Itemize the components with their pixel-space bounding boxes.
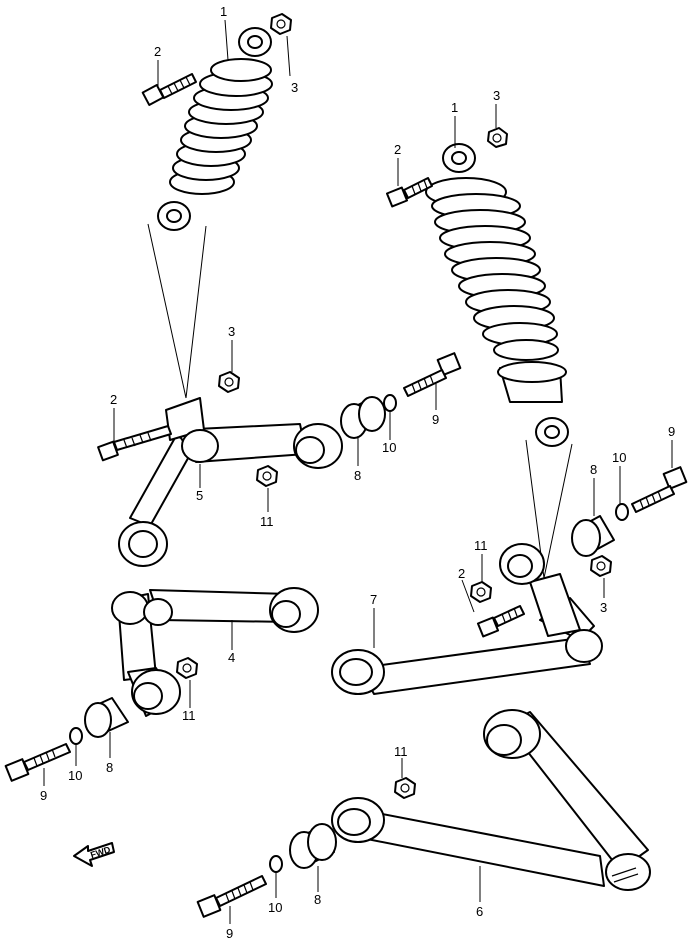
nut-icon	[256, 465, 278, 487]
callout-3: 3	[493, 88, 500, 103]
bolt-icon	[476, 605, 525, 638]
callout-1: 1	[220, 4, 227, 19]
callout-6: 6	[476, 904, 483, 919]
callout-9: 9	[668, 424, 675, 439]
callout-3: 3	[600, 600, 607, 615]
callout-2: 2	[154, 44, 161, 59]
callout-2: 2	[394, 142, 401, 157]
forward-arrow-icon: FWD	[73, 842, 115, 867]
callout-2: 2	[458, 566, 465, 581]
bolt-icon	[631, 466, 688, 513]
callout-8: 8	[354, 468, 361, 483]
callout-10: 10	[382, 440, 396, 455]
callout-10: 10	[612, 450, 626, 465]
nut-icon	[176, 657, 198, 679]
callout-9: 9	[432, 412, 439, 427]
callout-8: 8	[590, 462, 597, 477]
nut-icon	[394, 777, 416, 799]
right-lower-arm	[331, 466, 688, 695]
bushing-icon	[571, 515, 615, 557]
bolt-icon	[196, 875, 267, 918]
bolt-icon	[4, 743, 71, 782]
callout-numbers: 1 3 2 1 3 2 3 2 9 10 8 5 11 9 10 8 11 2 …	[40, 4, 675, 941]
callout-5: 5	[196, 488, 203, 503]
callout-9: 9	[40, 788, 47, 803]
bolt-icon	[385, 177, 433, 208]
leader-lines	[43, 19, 673, 924]
callout-11: 11	[182, 708, 196, 723]
upper-left-arm	[97, 352, 462, 567]
bolt-icon	[141, 73, 197, 106]
nut-icon	[487, 127, 508, 148]
bushing-icon	[84, 697, 129, 738]
washer-icon	[269, 855, 283, 873]
callout-11: 11	[474, 538, 488, 553]
nut-icon	[218, 371, 240, 393]
left-lower-arm	[4, 587, 319, 782]
right-shock-absorber	[385, 127, 569, 447]
callout-11: 11	[260, 514, 274, 529]
washer-icon	[69, 727, 83, 745]
callout-7: 7	[370, 592, 377, 607]
bolt-icon	[403, 352, 462, 397]
callout-2: 2	[110, 392, 117, 407]
callout-10: 10	[268, 900, 282, 915]
washer-icon	[383, 394, 397, 412]
bottom-arm	[196, 709, 651, 918]
callout-9: 9	[226, 926, 233, 941]
callout-3: 3	[228, 324, 235, 339]
bolt-icon	[97, 425, 172, 462]
washer-icon	[615, 503, 629, 521]
left-shock-absorber	[141, 13, 292, 231]
bushing-icon	[340, 396, 386, 439]
callout-3: 3	[291, 80, 298, 95]
callout-1: 1	[451, 100, 458, 115]
callout-4: 4	[228, 650, 235, 665]
callout-11: 11	[394, 744, 408, 759]
callout-8: 8	[314, 892, 321, 907]
bushing-icon	[289, 823, 337, 869]
nut-icon	[470, 581, 492, 603]
callout-10: 10	[68, 768, 82, 783]
nut-icon	[590, 555, 612, 577]
forward-label: FWD	[89, 844, 112, 860]
nut-icon	[270, 13, 292, 35]
callout-8: 8	[106, 760, 113, 775]
